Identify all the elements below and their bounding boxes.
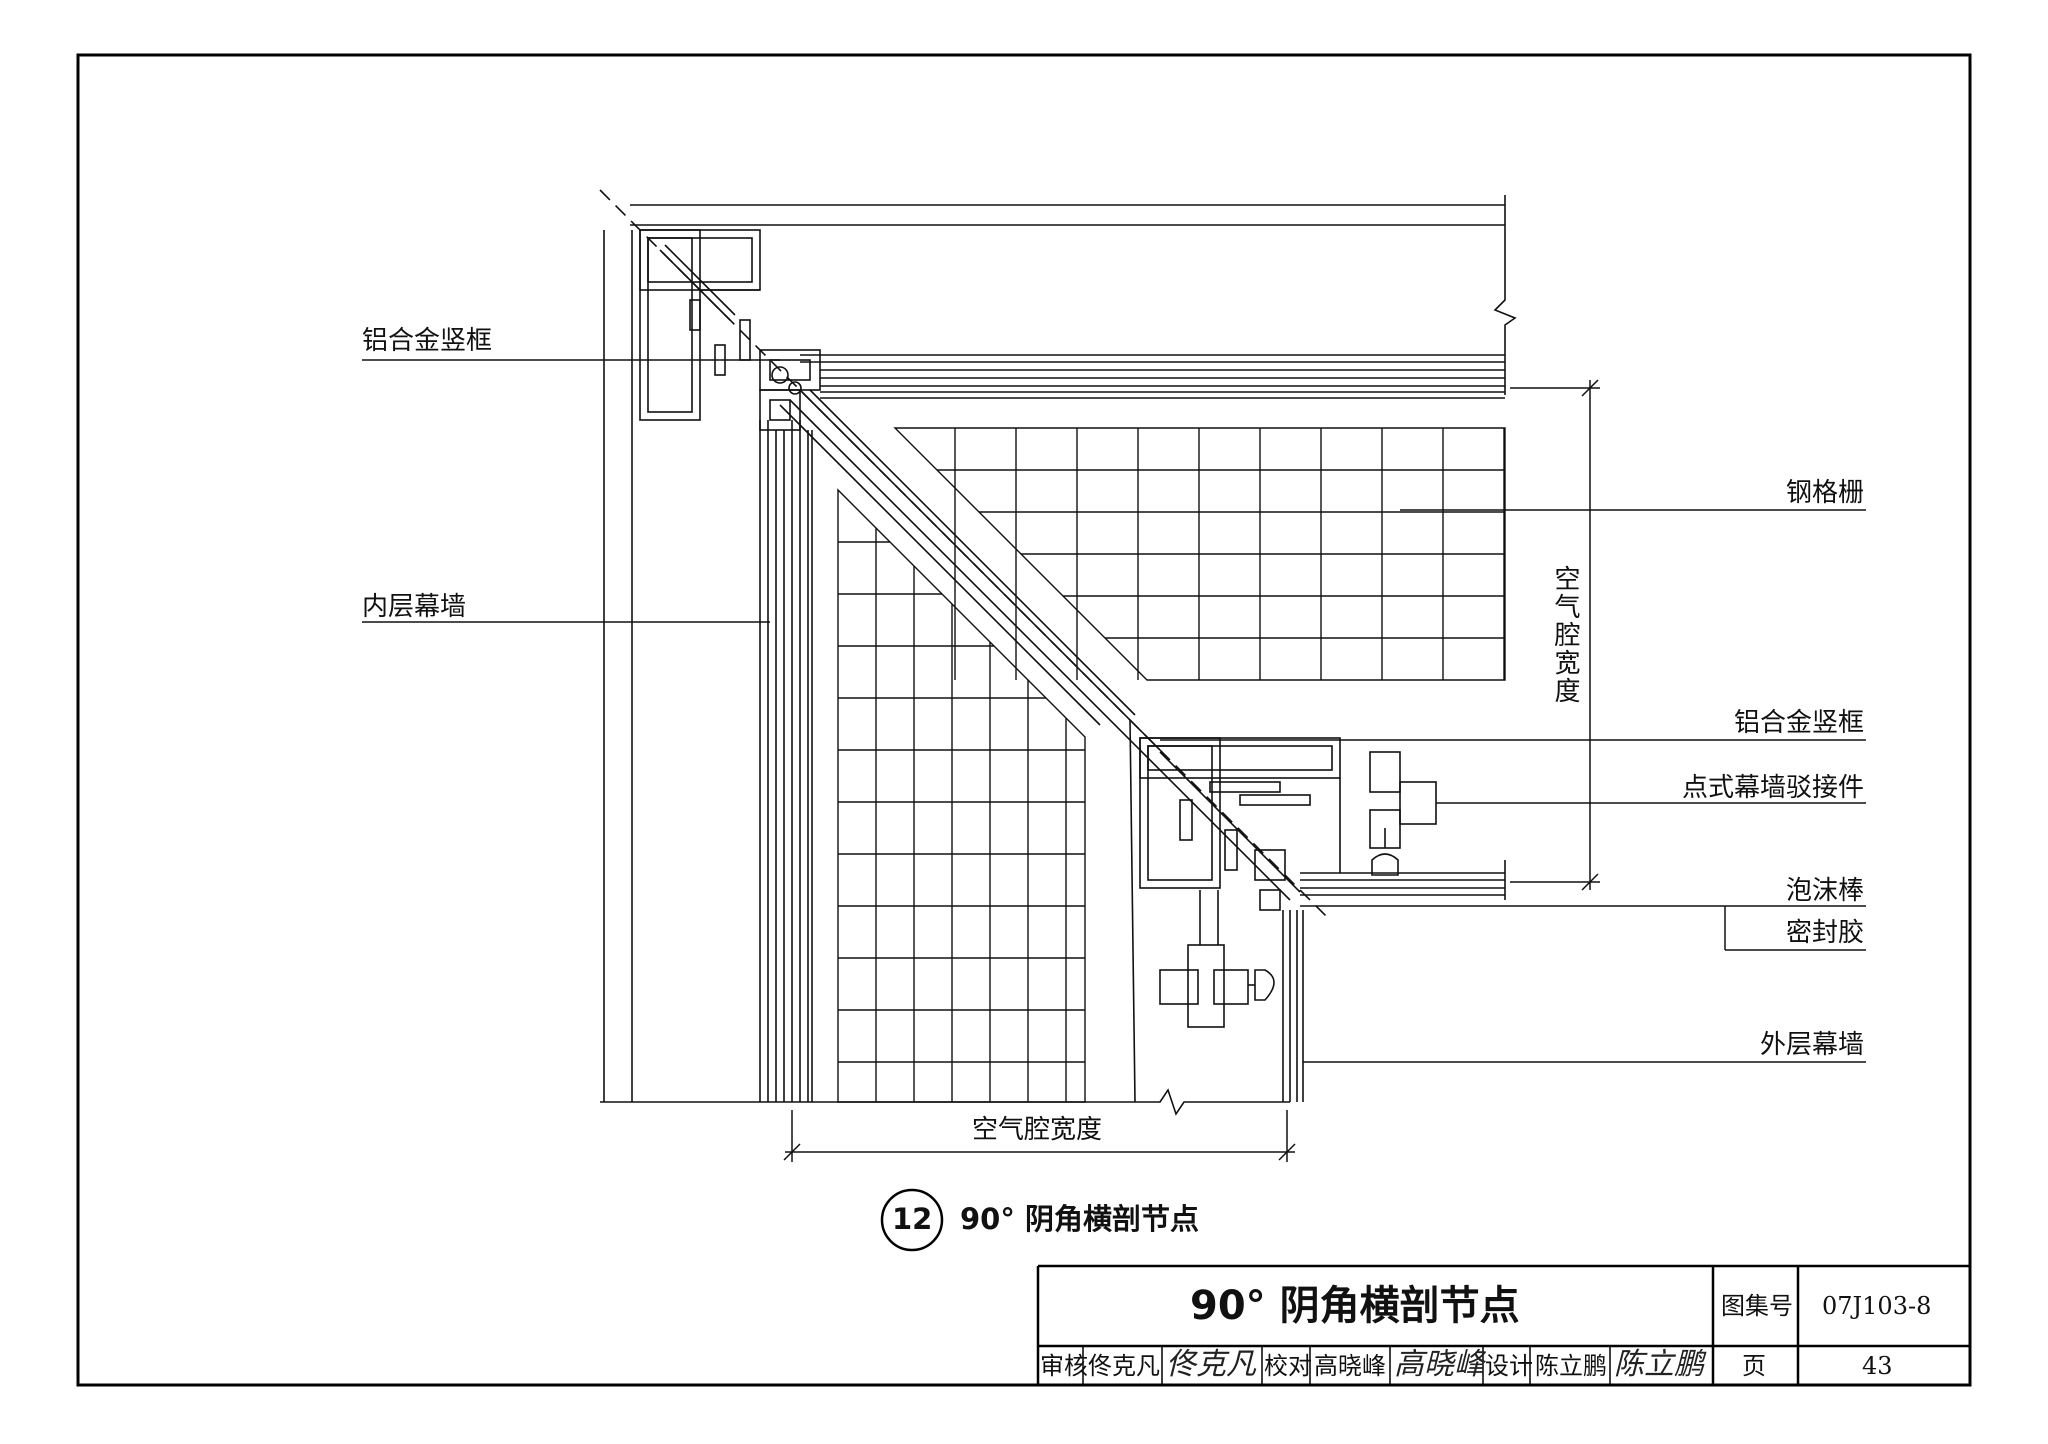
design-signature: 陈立鹏 (1614, 1347, 1704, 1382)
diagonal-corner-lines (599, 189, 1331, 921)
aluminium-mullion-lower (1129, 719, 1341, 1103)
review-label: 审核 (1040, 1352, 1088, 1380)
check-label: 校对 (1264, 1352, 1312, 1380)
label-aluminium-mullion-right: 铝合金竖框 (1733, 708, 1864, 738)
label-point-connector: 点式幕墙驳接件 (1681, 773, 1864, 803)
outer-curtain-wall-horizontal (1300, 751, 1506, 900)
dimension-horizontal (783, 1110, 1296, 1162)
inner-curtain-wall (603, 230, 813, 1102)
label-steel-grating: 钢格栅 (1785, 478, 1864, 508)
page-label: 页 (1742, 1352, 1766, 1380)
check-signature: 高晓峰 (1394, 1347, 1484, 1382)
sheet-border (76, 53, 1972, 1387)
dimension-vertical (1510, 379, 1600, 891)
sheet-title: 90° 阴角横剖节点 (1190, 1283, 1520, 1329)
detail-number: 12 (892, 1202, 933, 1236)
page-number: 43 (1862, 1352, 1893, 1380)
steel-grating-top (893, 427, 1506, 681)
label-aluminium-mullion-left: 铝合金竖框 (362, 326, 493, 356)
inner-curtain-wall-top (630, 195, 1517, 399)
design-label: 设计 (1485, 1352, 1533, 1380)
steel-grating-left (837, 488, 1086, 1103)
atlas-number: 07J103-8 (1822, 1292, 1932, 1320)
label-inner-curtain-wall: 内层幕墙 (362, 592, 467, 622)
leader-lines (362, 359, 1866, 1063)
review-name: 佟克凡 (1088, 1352, 1160, 1380)
aluminium-mullion-corner (639, 229, 821, 431)
dimension-label-vertical: 空气腔宽度 (1550, 565, 1580, 705)
base-line (600, 1088, 1290, 1116)
outer-curtain-wall-vertical (1159, 910, 1304, 1102)
check-name: 高晓峰 (1314, 1352, 1386, 1380)
label-foam-rod: 泡沫棒 (1785, 876, 1864, 906)
label-outer-curtain-wall: 外层幕墙 (1759, 1030, 1864, 1060)
design-name: 陈立鹏 (1535, 1352, 1607, 1380)
title-block-frame (1036, 1264, 1970, 1385)
atlas-label: 图集号 (1721, 1292, 1793, 1320)
title-block-cells (1082, 1346, 1611, 1385)
label-sealant: 密封胶 (1785, 918, 1864, 948)
review-signature: 佟克凡 (1166, 1347, 1256, 1382)
dimension-label-horizontal: 空气腔宽度 (972, 1115, 1103, 1145)
detail-number-circle (880, 1188, 944, 1252)
detail-caption: 90° 阴角横剖节点 (960, 1202, 1199, 1236)
